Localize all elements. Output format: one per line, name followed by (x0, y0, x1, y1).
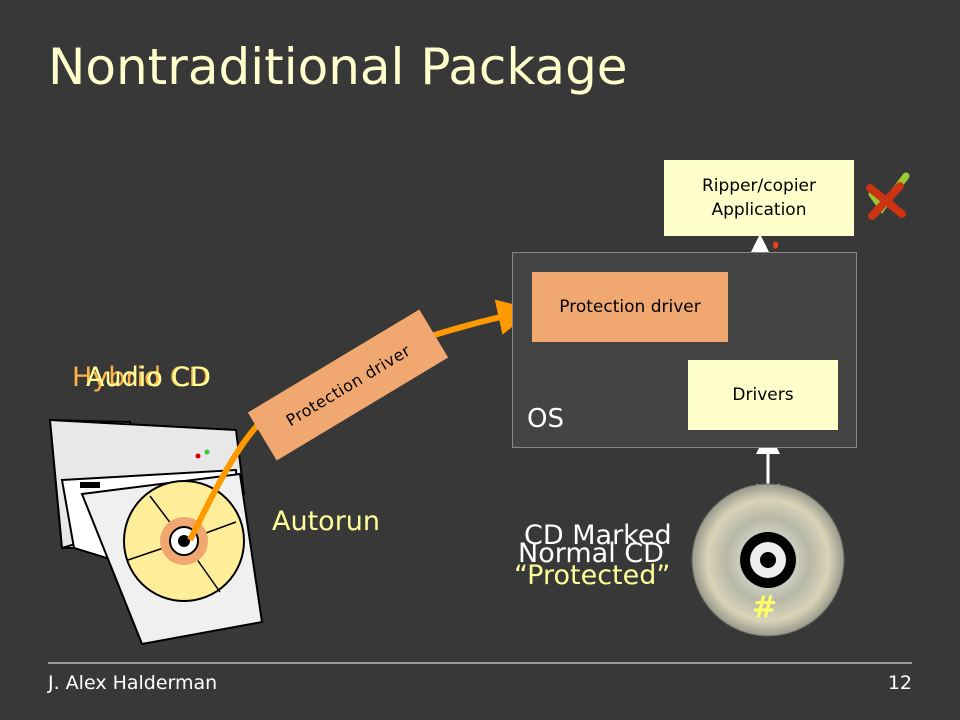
cd-marked-label: CD Marked (524, 520, 672, 551)
hash-mark: # (752, 590, 778, 625)
slide-title: Nontraditional Package (48, 38, 628, 96)
footer-author: J. Alex Halderman (48, 672, 218, 694)
normal-cd-label: Normal CD (518, 538, 664, 569)
protection-driver-box: Protection driver (532, 272, 728, 342)
ripper-line-1: Ripper/copier (701, 176, 816, 196)
hybrid-cd-label: Hybrid CD (72, 362, 210, 393)
drivers-box: Drivers (688, 360, 838, 430)
compact-disc-icon (691, 483, 845, 637)
os-label: OS (527, 404, 564, 434)
cd-drive-icon (48, 418, 264, 646)
audio-cd-label: Audio CD (86, 362, 211, 393)
protected-label: “Protected” (514, 560, 671, 591)
cross-icon (866, 182, 906, 220)
footer-divider (48, 662, 912, 664)
page-number: 12 (887, 672, 912, 694)
autorun-label: Autorun (272, 506, 381, 537)
ripper-copier-box: Ripper/copier Application (664, 160, 854, 236)
ripper-line-2: Application (711, 200, 807, 220)
